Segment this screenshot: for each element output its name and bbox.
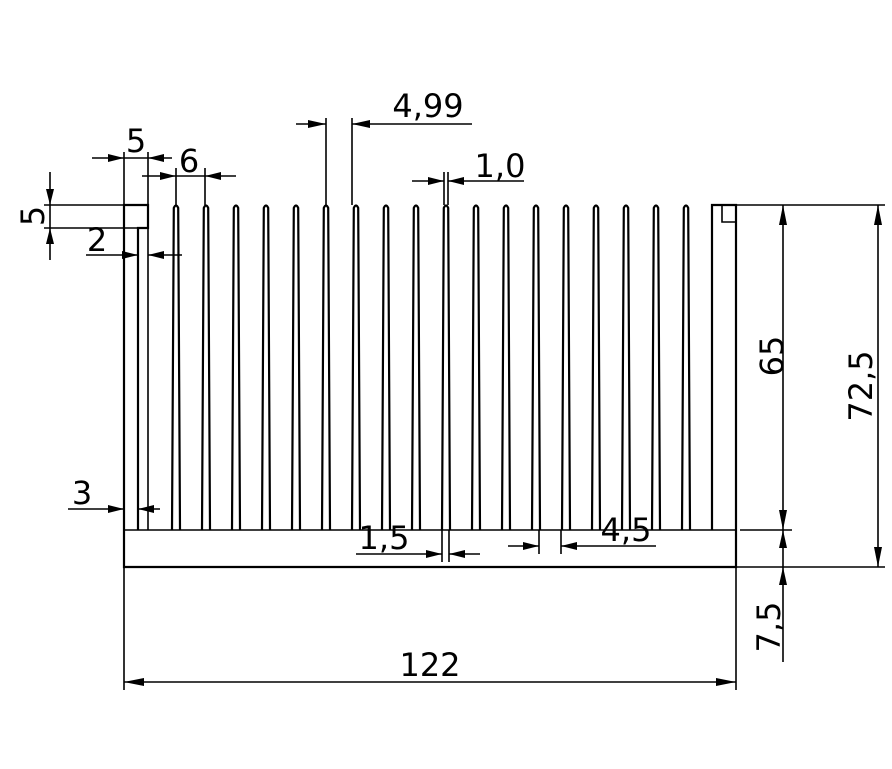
left-end-wall bbox=[122, 203, 150, 530]
dim-overall-width: 122 bbox=[123, 567, 737, 690]
dim-label-end-wall-gap: 6 bbox=[179, 142, 199, 180]
dim-label-end-wall-step: 5 bbox=[126, 122, 146, 160]
dim-label-end-wall-offset: 5 bbox=[14, 206, 52, 226]
dim-fin-height: 65 bbox=[740, 205, 792, 531]
heatsink-profile bbox=[122, 203, 738, 569]
fin bbox=[260, 204, 272, 531]
fin bbox=[500, 204, 512, 531]
fin bbox=[650, 204, 662, 531]
base-plate bbox=[122, 530, 738, 569]
fin bbox=[170, 204, 182, 531]
dim-fin-tip: 1,0 bbox=[412, 147, 525, 205]
dim-fin-root: 1,5 bbox=[356, 519, 480, 562]
dim-label-fin-pitch: 4,99 bbox=[392, 87, 463, 125]
dim-label-overall-width: 122 bbox=[399, 646, 460, 684]
dim-end-wall-thickness: 2 bbox=[86, 221, 182, 259]
fin bbox=[320, 204, 332, 531]
fins bbox=[170, 204, 692, 531]
fin bbox=[680, 204, 692, 531]
dim-label-fin-tip: 1,0 bbox=[475, 147, 526, 185]
dim-fin-pitch: 4,99 bbox=[296, 87, 472, 205]
fin bbox=[350, 204, 362, 531]
dim-end-wall-step: 5 bbox=[92, 122, 172, 205]
dim-label-edge-wall-thickness: 3 bbox=[72, 474, 92, 512]
dim-edge-wall-thickness: 3 bbox=[68, 474, 160, 513]
fin bbox=[440, 204, 452, 531]
fin bbox=[410, 204, 422, 531]
fin bbox=[230, 204, 242, 531]
right-end-wall bbox=[710, 203, 738, 530]
dim-fin-gap: 4,5 bbox=[508, 511, 656, 554]
fin bbox=[200, 204, 212, 531]
dim-label-fin-root: 1,5 bbox=[359, 519, 410, 557]
fin bbox=[290, 204, 302, 531]
fin bbox=[470, 204, 482, 531]
dim-label-end-wall-thickness: 2 bbox=[87, 221, 107, 259]
dim-label-fin-gap: 4,5 bbox=[601, 511, 652, 549]
fin bbox=[380, 204, 392, 531]
dim-label-overall-height: 72,5 bbox=[842, 350, 880, 421]
dim-base-thickness: 7,5 bbox=[750, 530, 788, 662]
fin bbox=[530, 204, 542, 531]
fin bbox=[590, 204, 602, 531]
dim-label-base-thickness: 7,5 bbox=[750, 602, 788, 653]
fin bbox=[620, 204, 632, 531]
dim-overall-height: 72,5 bbox=[736, 204, 885, 568]
right-wall-lip bbox=[721, 205, 736, 223]
dim-end-wall-gap: 6 bbox=[142, 142, 236, 205]
dim-end-wall-offset: 5 bbox=[14, 172, 138, 260]
fin bbox=[560, 204, 572, 531]
dim-label-fin-height: 65 bbox=[753, 336, 791, 377]
